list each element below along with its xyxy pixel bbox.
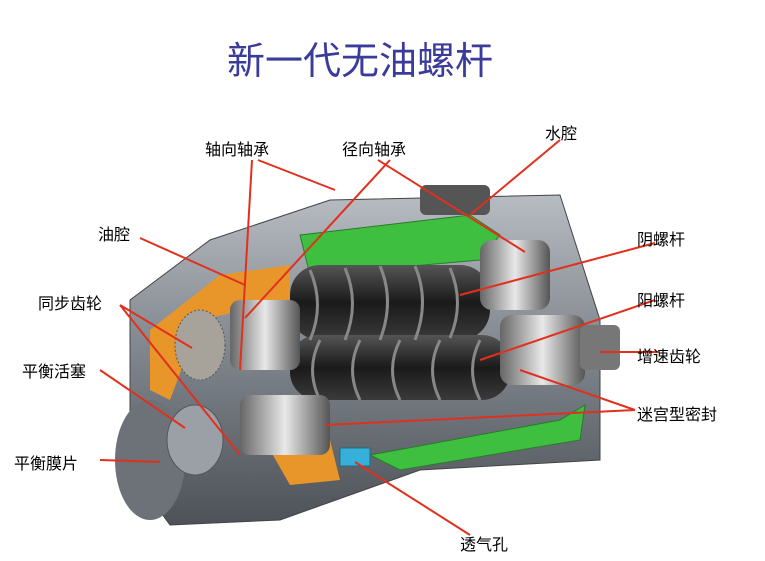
bearings [230, 240, 620, 455]
label-water-cavity: 水腔 [545, 124, 578, 143]
label-vent-hole: 透气孔 [460, 535, 509, 554]
vent-hole [339, 447, 371, 467]
label-labyrinth-seal: 迷宫型密封 [637, 405, 718, 424]
label-male-rotor: 阳螺杆 [637, 291, 686, 310]
label-radial-bearing: 径向轴承 [342, 140, 407, 159]
rotors [290, 265, 510, 401]
timing-gears [166, 309, 226, 476]
label-balance-diaphragm: 平衡膜片 [14, 454, 79, 473]
diagram-title: 新一代无油螺杆 [226, 39, 493, 83]
label-axial-bearing: 轴向轴承 [205, 140, 270, 159]
label-oil-cavity: 油腔 [98, 225, 131, 244]
label-balance-piston: 平衡活塞 [22, 362, 87, 381]
label-female-rotor: 阴螺杆 [637, 230, 686, 249]
label-timing-gear: 同步齿轮 [38, 294, 103, 313]
leader-lines [99, 139, 660, 536]
label-speed-gear: 增速齿轮 [637, 347, 702, 366]
